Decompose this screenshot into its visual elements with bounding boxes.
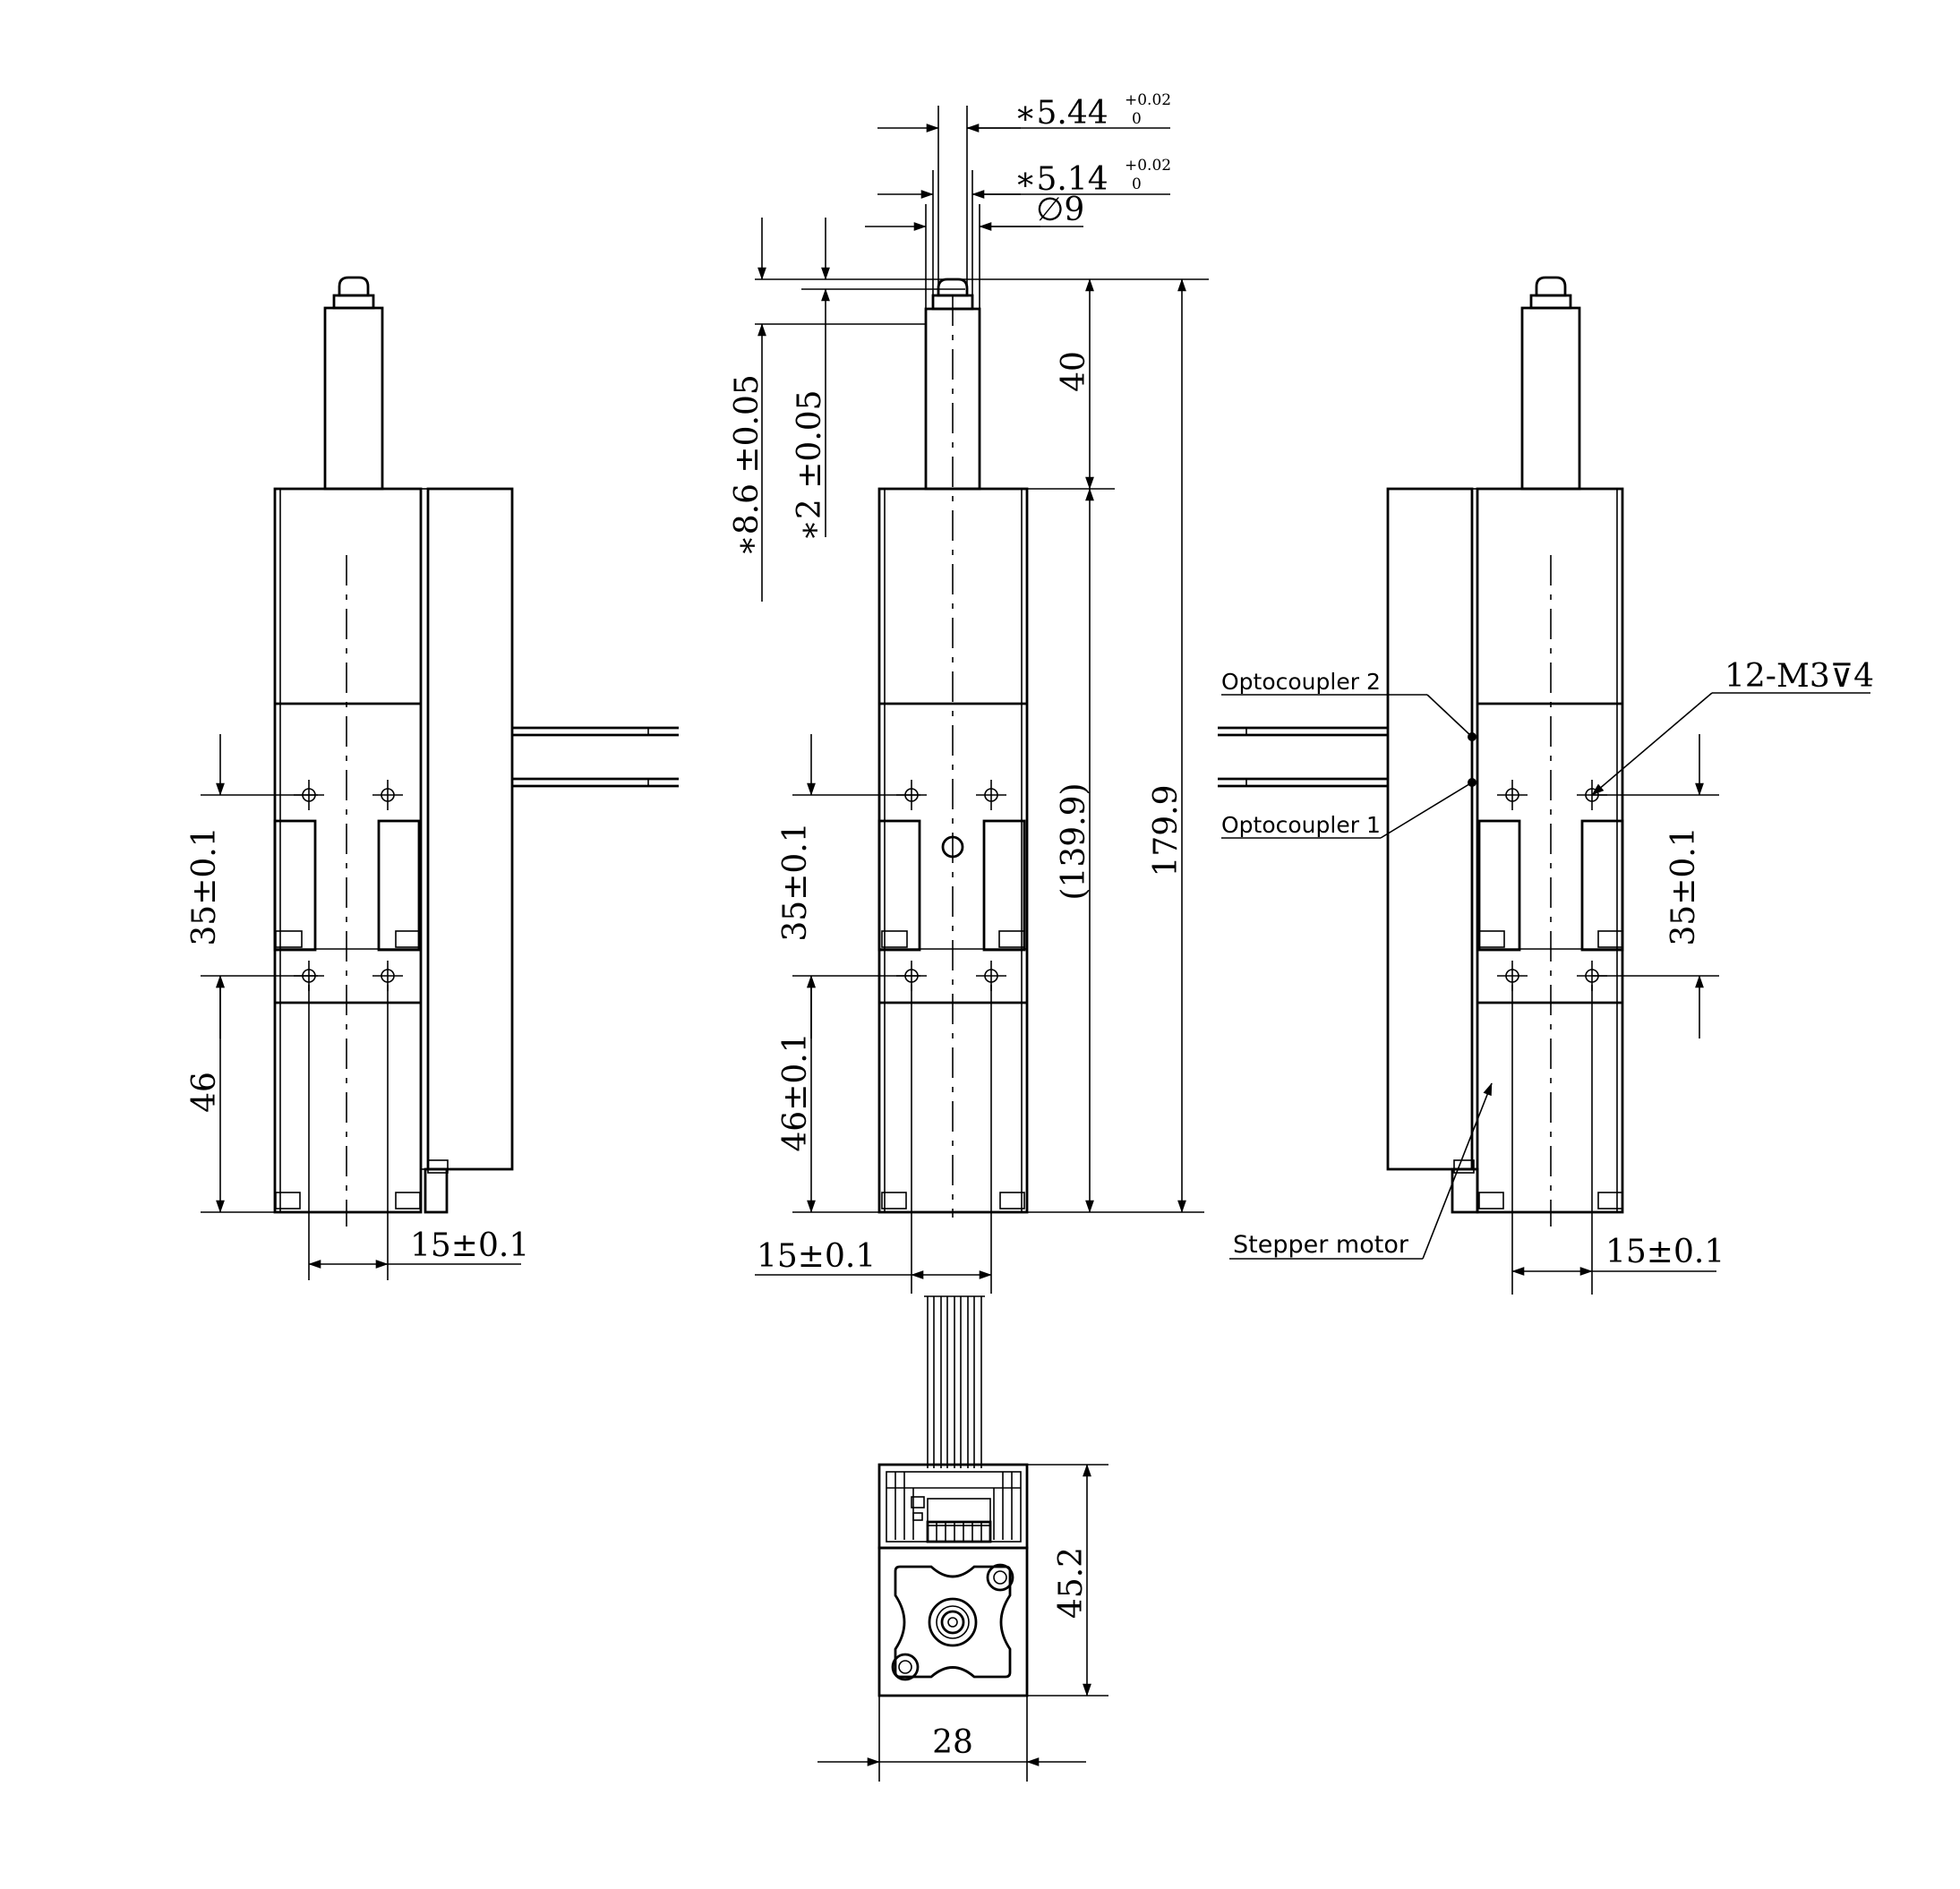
left-dim-15: 15±0.1 [410, 1227, 529, 1264]
front-dim-40: 40 [1056, 351, 1092, 392]
right-dim-15: 15±0.1 [1605, 1234, 1725, 1270]
bottom-connector-board [877, 1463, 1029, 1550]
front-dim-544-tol-lower: 0 [1132, 110, 1142, 128]
left-dim-35: 35±0.1 [186, 826, 223, 945]
front-dim-514: ∗5.14 [1014, 161, 1108, 198]
left-actuator-body [273, 276, 423, 1227]
bottom-dimensions: 45.2 28 [817, 1464, 1108, 1782]
front-dim-179-9: 179.9 [1148, 784, 1185, 876]
front-view: ∗5.44 +0.02 0 ∗5.14 +0.02 0 ∅9 ∗8.6 ±0.0… [729, 91, 1209, 1294]
front-dim-139-9: (139.9) [1056, 782, 1092, 900]
bottom-dim-28: 28 [932, 1724, 973, 1761]
left-sensor-housing [420, 487, 514, 1214]
front-dim-514-tol-upper: +0.02 [1125, 157, 1171, 175]
front-dim-15: 15±0.1 [757, 1238, 876, 1275]
left-view: 35±0.1 46 15±0.1 [186, 276, 679, 1280]
front-dim-544-tol-upper: +0.02 [1125, 91, 1171, 109]
bottom-motor-flange [877, 1546, 1029, 1697]
right-optocoupler-wires [1218, 726, 1388, 788]
front-length-dimensions: 40 (139.9) 179.9 [1027, 278, 1204, 1213]
left-dim-46: 46 [186, 1072, 223, 1113]
front-hole-dimensions: 35±0.1 46±0.1 15±0.1 [755, 734, 992, 1294]
label-thread-spec: 12-M3⊽4 [1725, 658, 1874, 695]
label-stepper-motor: Stepper motor [1233, 1231, 1409, 1259]
front-top-dimensions: ∗5.44 +0.02 0 ∗5.14 +0.02 0 ∅9 [865, 91, 1171, 309]
right-dimensions: 35±0.1 15±0.1 [1511, 734, 1725, 1295]
label-optocoupler-2: Optocoupler 2 [1221, 669, 1381, 695]
label-optocoupler-1: Optocoupler 1 [1221, 812, 1381, 838]
front-dim-8-6: ∗8.6 ±0.05 [729, 374, 766, 556]
left-optocoupler-wires [512, 726, 679, 788]
bottom-view: 45.2 28 [817, 1295, 1108, 1782]
left-dimensions: 35±0.1 46 15±0.1 [186, 734, 529, 1280]
bottom-cable-bundle [924, 1295, 985, 1468]
front-dim-35: 35±0.1 [777, 822, 814, 941]
right-actuator-body [1476, 276, 1624, 1227]
front-tip-dimensions: ∗8.6 ±0.05 ∗2 ±0.05 [729, 218, 1209, 602]
bottom-dim-45-2: 45.2 [1053, 1547, 1090, 1619]
front-dim-514-tol-lower: 0 [1132, 175, 1142, 193]
front-actuator-body [877, 278, 1029, 1218]
right-dim-35: 35±0.1 [1665, 826, 1702, 945]
front-dim-544: ∗5.44 [1014, 95, 1108, 132]
right-view: Optocoupler 2 Optocoupler 1 Stepper moto… [1218, 276, 1874, 1295]
front-dim-2: ∗2 ±0.05 [792, 389, 828, 541]
front-dim-phi9: ∅9 [1036, 192, 1084, 228]
front-dim-46: 46±0.1 [777, 1032, 814, 1151]
right-labels: Optocoupler 2 Optocoupler 1 Stepper moto… [1221, 658, 1874, 1260]
right-sensor-housing [1386, 487, 1479, 1214]
